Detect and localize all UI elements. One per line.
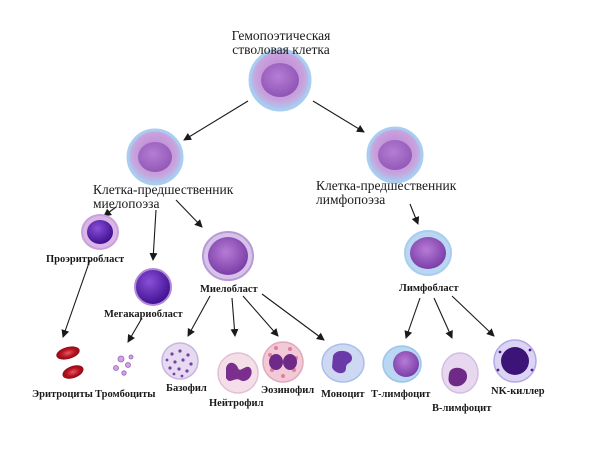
arrow-lymphoblast-to-t — [404, 297, 421, 339]
arrow-lymphoblast-to-b — [433, 297, 453, 339]
eosinophil-cell — [262, 341, 304, 383]
lymphoblast-label: Лимфобласт — [399, 283, 459, 294]
myeloblast-cell — [202, 231, 254, 281]
arrow-stem-to-myeloid — [183, 100, 249, 141]
nk-killer-label: NK-киллер — [491, 386, 545, 397]
neutrophil-cell — [217, 352, 259, 394]
monocyte-cell — [321, 343, 365, 383]
arrow-myeloblast-to-neutrophil — [230, 297, 239, 337]
stem-cell-label-line2: стволовая клетка — [232, 42, 330, 57]
arrow-lymphoid-to-lymphoblast — [409, 203, 420, 225]
basophil-cell — [161, 342, 199, 380]
lymphoid-progenitor-label-line1: Клетка-предшественник — [316, 178, 457, 193]
arrow-myeloblast-to-monocyte — [261, 293, 325, 341]
myeloid-progenitor-cell — [126, 128, 184, 186]
b-lymphocyte-label: В-лимфоцит — [432, 403, 492, 414]
myeloid-progenitor-label: Клетка-предшественник миелопоэза — [93, 183, 233, 211]
arrow-myeloblast-to-eosinophil — [242, 295, 279, 337]
erythrocytes-label: Эритроциты — [32, 389, 93, 400]
eosinophil-label: Эозинофил — [261, 385, 315, 396]
b-lymphocyte-cell — [441, 352, 479, 394]
t-lymphocyte-cell — [382, 345, 422, 383]
arrows — [61, 100, 495, 343]
basophil-label: Базофил — [166, 383, 207, 394]
arrow-megakaryoblast-to-thrombocytes — [127, 317, 143, 343]
monocyte-label: Моноцит — [321, 389, 365, 400]
lymphoid-progenitor-label-line2: лимфопоэза — [316, 192, 386, 207]
nk-killer-cell — [493, 339, 537, 383]
megakaryoblast-cell — [134, 268, 172, 306]
arrow-myeloid-to-myeloblast — [175, 199, 203, 228]
arrow-myeloid-to-megakaryoblast — [149, 209, 158, 261]
proerythroblast-cell — [81, 214, 119, 250]
arrow-stem-to-lymphoid — [312, 100, 365, 133]
myeloblast-label: Миелобласт — [200, 284, 258, 295]
t-lymphocyte-label: Т-лимфоцит — [371, 389, 431, 400]
thrombocytes-cells — [113, 354, 134, 376]
lymphoid-progenitor-cell — [366, 126, 424, 184]
myeloid-progenitor-label-line2: миелопоэза — [93, 196, 160, 211]
arrow-myeloblast-to-basophil — [187, 295, 211, 337]
neutrophil-label: Нейтрофил — [209, 398, 264, 409]
stem-cell-label: Гемопоэтическая стволовая клетка — [218, 29, 344, 57]
arrow-myeloid-to-proerythroblast — [103, 206, 117, 217]
erythrocytes-cells — [56, 346, 84, 379]
stem-cell-label-line1: Гемопоэтическая — [231, 28, 331, 43]
stem-cell — [248, 48, 312, 112]
megakaryoblast-label: Мегакариобласт — [104, 309, 183, 320]
lymphoid-progenitor-label: Клетка-предшественник лимфопоэза — [316, 179, 456, 207]
thrombocytes-label: Тромбоциты — [95, 389, 156, 400]
myeloid-progenitor-label-line1: Клетка-предшественник — [93, 182, 234, 197]
lymphoblast-cell — [404, 230, 452, 276]
proerythroblast-label: Проэритробласт — [46, 254, 125, 265]
arrow-lymphoblast-to-nk — [451, 295, 495, 337]
arrow-proerythroblast-to-erythrocytes — [61, 259, 91, 338]
